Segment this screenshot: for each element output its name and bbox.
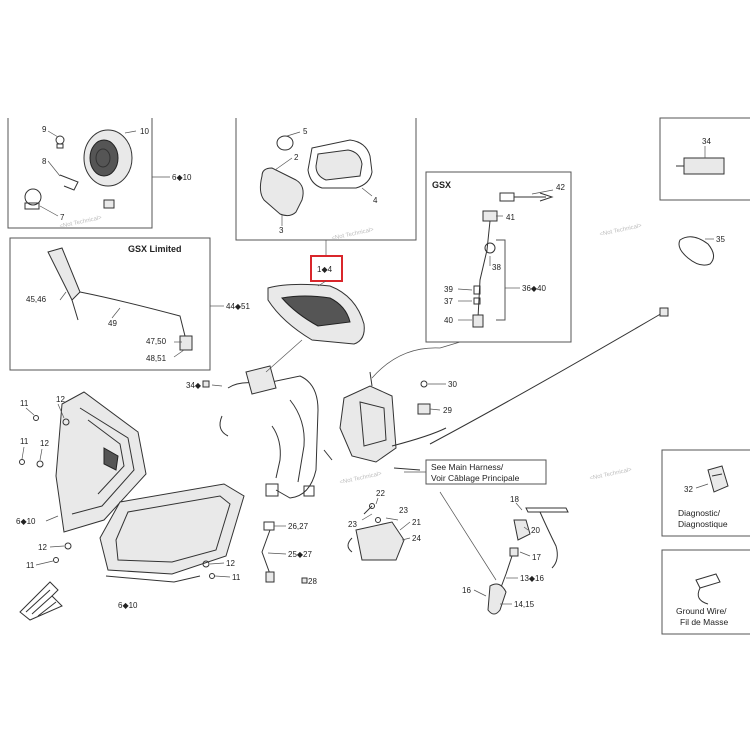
box-gauge-cluster: 5 2 3 4 xyxy=(235,118,417,256)
box-gsx-limited: GSX Limited 45,46 49 47,50 48,51 44◆51 xyxy=(9,237,251,371)
callout-24: 24 xyxy=(412,534,421,543)
callout-25-27: 25◆27 xyxy=(288,550,313,559)
switch-parts: 30 29 xyxy=(417,380,457,415)
callout-9: 9 xyxy=(42,125,47,134)
callout-38: 38 xyxy=(492,263,501,272)
callout-7: 7 xyxy=(60,213,65,222)
callout-11-d: 11 xyxy=(232,573,241,582)
callout-41: 41 xyxy=(506,213,515,222)
callout-8: 8 xyxy=(42,157,47,166)
part-35-seal: 35 xyxy=(678,235,725,266)
callouts-left: 34◆ 12 11 12 11 6◆10 12 11 12 11 6◆10 xyxy=(16,380,241,610)
box-diagnostic: 32 Diagnostic/ Diagnostique xyxy=(661,449,750,537)
callout-12-a: 12 xyxy=(56,395,65,404)
callout-28: 28 xyxy=(308,577,317,586)
harness-note: See Main Harness/ Voir Câblage Principal… xyxy=(404,459,547,485)
callout-21: 21 xyxy=(412,518,421,527)
callout-12-b: 12 xyxy=(40,439,49,448)
callout-11-c: 11 xyxy=(26,561,35,570)
callout-32: 32 xyxy=(684,485,693,494)
direction-arrow-icon xyxy=(19,581,63,621)
callout-30: 30 xyxy=(448,380,457,389)
tether-assembly: 18 20 17 13◆16 16 14,15 xyxy=(439,491,569,615)
callout-48-51: 48,51 xyxy=(146,354,167,363)
gsx-title: GSX xyxy=(432,180,451,190)
callout-26-27: 26,27 xyxy=(288,522,309,531)
callout-35: 35 xyxy=(716,235,725,244)
diagnostic-label-fr: Diagnostique xyxy=(678,519,728,529)
frame-bracket xyxy=(219,365,447,499)
module-assembly: 22 23 23 21 24 xyxy=(347,489,421,561)
highlight-label: 1◆4 xyxy=(317,265,333,274)
callout-44-51: 44◆51 xyxy=(226,302,251,311)
gsx-limited-title: GSX Limited xyxy=(128,244,182,254)
callout-6-10: 6◆10 xyxy=(172,173,192,182)
callout-45-46: 45,46 xyxy=(26,295,47,304)
highlight-callout[interactable]: 1◆4 xyxy=(310,255,343,282)
cable-long xyxy=(429,307,669,445)
callout-5: 5 xyxy=(303,127,308,136)
callout-12-d: 12 xyxy=(226,559,235,568)
gauge-cluster-main xyxy=(267,280,365,345)
left-headlight-upper xyxy=(55,391,147,533)
diagnostic-label-en: Diagnostic/ xyxy=(678,508,721,518)
callout-3: 3 xyxy=(279,226,284,235)
callout-2: 2 xyxy=(294,153,299,162)
sensor-harness: 26,27 25◆27 28 xyxy=(261,521,317,586)
callout-36-40: 36◆40 xyxy=(522,284,547,293)
callout-11-b: 11 xyxy=(20,437,29,446)
box-ground-wire: Ground Wire/ Fil de Masse xyxy=(661,549,750,635)
callout-47-50: 47,50 xyxy=(146,337,167,346)
callout-23-a: 23 xyxy=(348,520,357,529)
callout-4: 4 xyxy=(373,196,378,205)
left-headlight-lower xyxy=(99,483,245,583)
callout-22: 22 xyxy=(376,489,385,498)
callout-14-15: 14,15 xyxy=(514,600,535,609)
callout-42: 42 xyxy=(556,183,565,192)
watermark-3: <Not Technical> xyxy=(339,471,383,486)
ground-label-fr: Fil de Masse xyxy=(680,617,728,627)
callout-34-b: 34◆ xyxy=(186,381,202,390)
callout-40: 40 xyxy=(444,316,453,325)
callout-11-a: 11 xyxy=(20,399,29,408)
callout-23-b: 23 xyxy=(399,506,408,515)
callout-34: 34 xyxy=(702,137,711,146)
callout-18: 18 xyxy=(510,495,519,504)
harness-note-fr: Voir Câblage Principale xyxy=(431,473,520,483)
callout-12-c: 12 xyxy=(38,543,47,552)
box-headlight-bulbs: 10 9 8 7 6◆10 xyxy=(7,118,192,229)
callout-6-10-c: 6◆10 xyxy=(118,601,138,610)
callout-16: 16 xyxy=(462,586,471,595)
callout-6-10-b: 6◆10 xyxy=(16,517,36,526)
watermark-4: <Not Technical> xyxy=(589,467,633,482)
box-grease-34: 34 xyxy=(659,117,750,201)
callout-13-16: 13◆16 xyxy=(520,574,545,583)
harness-note-en: See Main Harness/ xyxy=(431,462,504,472)
callout-39: 39 xyxy=(444,285,453,294)
callout-29: 29 xyxy=(443,406,452,415)
ground-label-en: Ground Wire/ xyxy=(676,606,727,616)
box-gsx: GSX 42 41 38 39 37 40 36◆40 xyxy=(425,171,572,349)
callout-10: 10 xyxy=(140,127,149,136)
callout-37: 37 xyxy=(444,297,453,306)
callout-17: 17 xyxy=(532,553,541,562)
watermark-2: <Not Technical> xyxy=(599,223,643,238)
callout-20: 20 xyxy=(531,526,540,535)
callout-49: 49 xyxy=(108,319,117,328)
